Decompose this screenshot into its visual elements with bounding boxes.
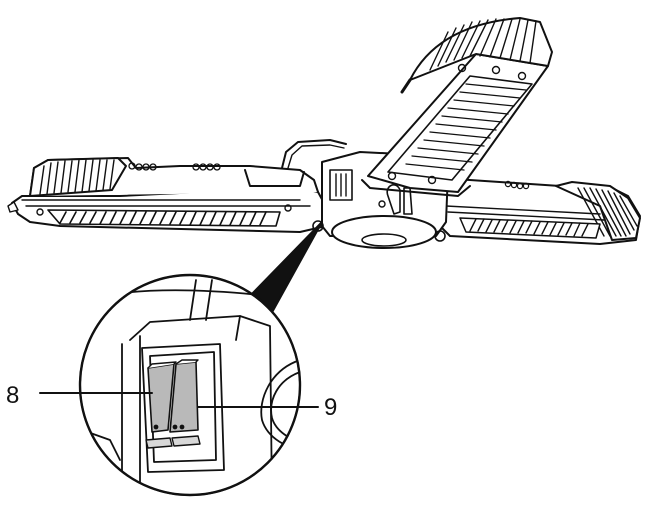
power-cable bbox=[281, 139, 347, 169]
rocker-switch-left bbox=[145, 361, 177, 449]
callout-label-8: 8 bbox=[6, 382, 20, 409]
rocker-switch-right bbox=[169, 359, 201, 447]
callout-label-9: 9 bbox=[324, 394, 338, 421]
right-heater-arm bbox=[435, 177, 641, 245]
upper-heater-arm bbox=[361, 17, 553, 197]
left-heater-arm bbox=[7, 157, 331, 233]
switch-detail-magnified bbox=[78, 273, 302, 497]
